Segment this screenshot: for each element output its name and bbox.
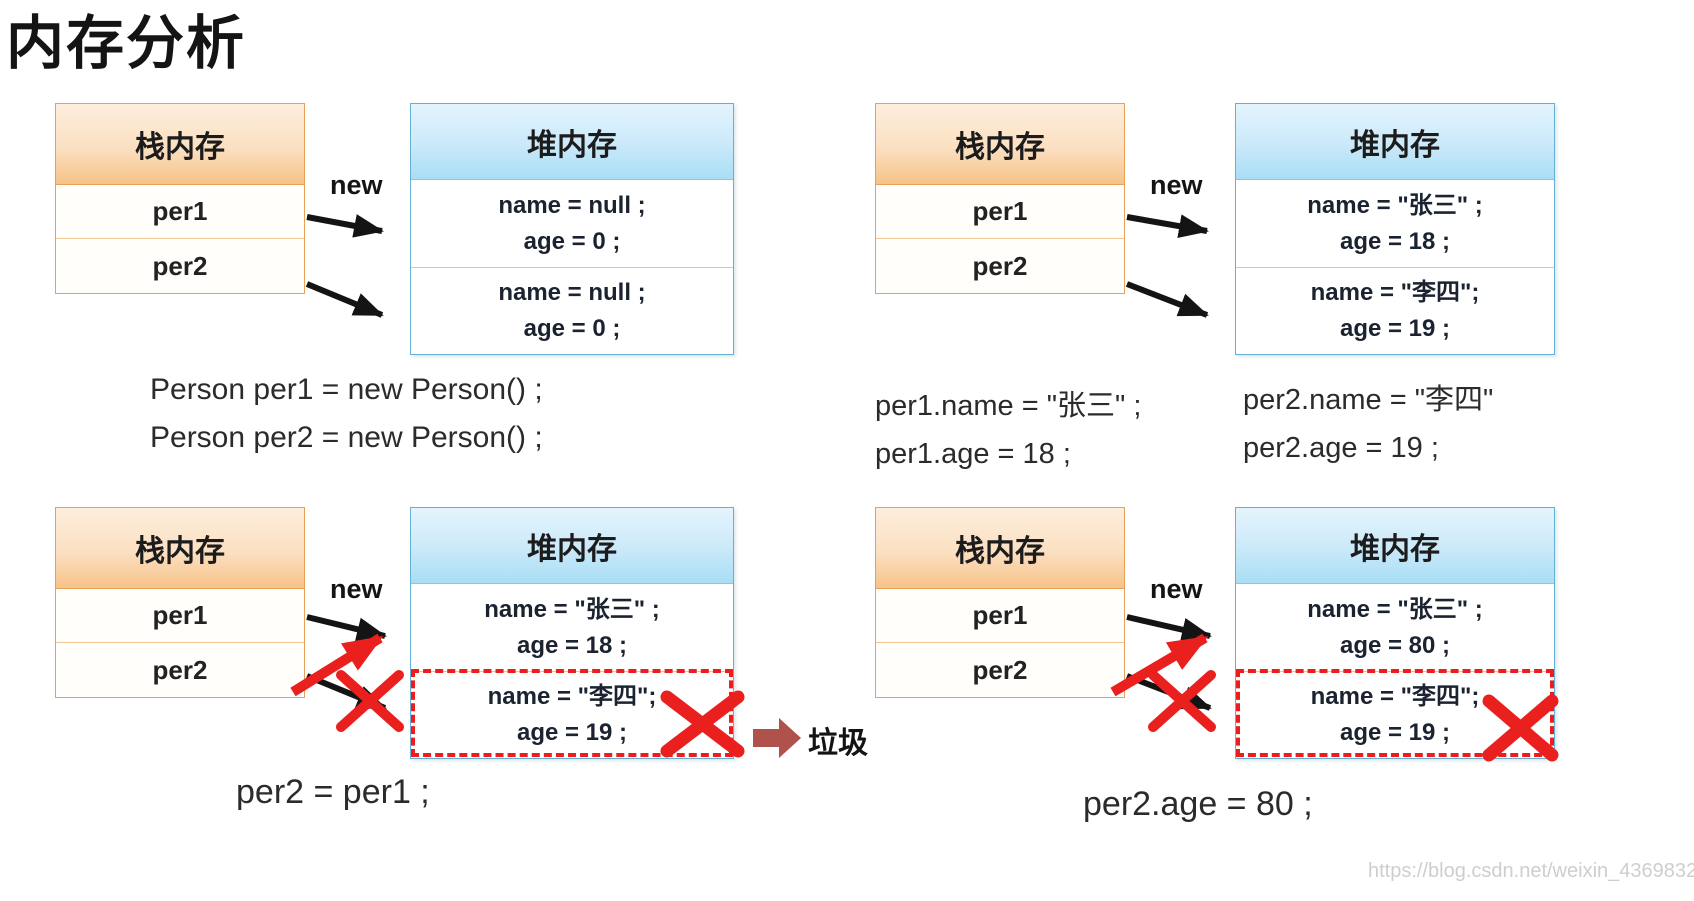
code-caption-top-right-col2: per2.name = "李四" per2.age = 19 ; [1243, 376, 1493, 472]
garbage-dashed-outline [1236, 669, 1554, 757]
code-line: per1.name = "张三" ; [875, 390, 1142, 422]
arrow-per1-to-obj1 [1126, 614, 1212, 642]
heap-object-2-age: age = 0 ; [523, 315, 621, 342]
heap-object-2-age: age = 19 ; [1339, 315, 1451, 342]
watermark: https://blog.csdn.net/weixin_43698328 [1368, 860, 1694, 882]
stack-header: 栈内存 [56, 104, 304, 185]
heap-header: 堆内存 [411, 508, 733, 584]
arrow-per1-to-obj1 [306, 214, 384, 238]
heap-header: 堆内存 [411, 104, 733, 180]
stack-box-top-left: 栈内存 per1 per2 [55, 103, 305, 294]
arrow-per2-to-obj2 [305, 281, 384, 318]
code-line: Person per2 = new Person() ; [150, 421, 543, 454]
stack-box-bottom-right: 栈内存 per1 per2 [875, 507, 1125, 698]
heap-object-2-name: name = null ; [498, 279, 646, 306]
heap-object-1-name: name = null ; [498, 191, 646, 219]
stack-row-per1: per1 [56, 185, 304, 239]
new-label: new [330, 574, 383, 604]
heap-object-1-name: name = "张三" ; [484, 595, 660, 623]
stack-header: 栈内存 [876, 508, 1124, 589]
arrow-per1-to-obj1 [1126, 214, 1209, 238]
garbage-block-arrow-icon [753, 718, 801, 758]
cross-on-arrow [1148, 670, 1216, 732]
heap-object-2-age: age = 19 ; [1339, 719, 1451, 746]
heap-object-1-age: age = 18 ; [1339, 227, 1451, 255]
stack-box-top-right: 栈内存 per1 per2 [875, 103, 1125, 294]
heap-object-1-name: name = "张三" ; [1307, 595, 1483, 623]
arrow-per2-to-obj1-red [1110, 633, 1209, 697]
heap-object-1-name: name = "张三" ; [1307, 191, 1483, 219]
code-caption-top-right-col1: per1.name = "张三" ; per1.age = 18 ; [875, 382, 1141, 478]
heap-object-2-name: name = "李四"; [1310, 683, 1480, 710]
arrows-top-right [1125, 214, 1209, 318]
stack-row-per1: per1 [56, 589, 304, 643]
page-title: 内存分析 [6, 11, 247, 76]
code-caption-bottom-right: per2.age = 80 ; [1083, 785, 1313, 823]
heap-header: 堆内存 [1236, 104, 1554, 180]
arrow-per2-to-obj2 [1125, 281, 1209, 318]
arrow-per1-to-obj1 [306, 614, 387, 642]
heap-object-2-age: age = 19 ; [516, 719, 628, 746]
heap-object-1: name = "张三" ; age = 18 ; [411, 584, 733, 671]
stack-row-per2: per2 [56, 643, 304, 697]
stack-header: 栈内存 [56, 508, 304, 589]
heap-object-1-age: age = 0 ; [523, 227, 621, 255]
heap-object-1-age: age = 18 ; [516, 631, 628, 659]
heap-box-top-right: 堆内存 name = "张三" ; age = 18 ; name = "李四"… [1235, 103, 1555, 355]
code-line: per2.name = "李四" [1243, 384, 1494, 416]
new-label: new [1150, 170, 1203, 200]
arrow-per2-to-obj1-red [290, 633, 384, 697]
stack-row-per2: per2 [876, 239, 1124, 293]
arrow-per2-to-obj2-old [305, 673, 387, 711]
garbage-label: 垃圾 [808, 727, 868, 760]
heap-box-bottom-right: 堆内存 name = "张三" ; age = 80 ; name = "李四"… [1235, 507, 1555, 759]
stack-row-per2: per2 [876, 643, 1124, 697]
code-line: per1.age = 18 ; [875, 438, 1071, 470]
heap-object-1-age: age = 80 ; [1339, 631, 1451, 659]
cross-on-arrow [336, 670, 404, 732]
heap-object-2-name: name = "李四"; [487, 683, 657, 710]
garbage-dashed-outline [411, 669, 733, 757]
stack-row-per1: per1 [876, 589, 1124, 643]
stack-box-bottom-left: 栈内存 per1 per2 [55, 507, 305, 698]
heap-object-2: name = null ; age = 0 ; [411, 267, 733, 354]
arrows-top-left [305, 214, 384, 318]
stack-row-per2: per2 [56, 239, 304, 293]
heap-object-1: name = null ; age = 0 ; [411, 180, 733, 267]
stack-row-per1: per1 [876, 185, 1124, 239]
heap-object-2: name = "李四"; age = 19 ; [1236, 267, 1554, 354]
new-label: new [1150, 574, 1203, 604]
stack-header: 栈内存 [876, 104, 1124, 185]
code-caption-top-left: Person per1 = new Person() ; Person per2… [150, 366, 543, 462]
code-caption-bottom-left: per2 = per1 ; [236, 773, 430, 811]
code-line: per2.age = 19 ; [1243, 432, 1439, 464]
new-label: new [330, 170, 383, 200]
code-line: Person per1 = new Person() ; [150, 373, 543, 406]
arrow-per2-to-obj2-old [1125, 673, 1212, 711]
heap-header: 堆内存 [1236, 508, 1554, 584]
heap-object-1: name = "张三" ; age = 18 ; [1236, 180, 1554, 267]
heap-object-2-name: name = "李四"; [1310, 279, 1480, 306]
heap-object-1: name = "张三" ; age = 80 ; [1236, 584, 1554, 671]
heap-box-top-left: 堆内存 name = null ; age = 0 ; name = null … [410, 103, 734, 355]
